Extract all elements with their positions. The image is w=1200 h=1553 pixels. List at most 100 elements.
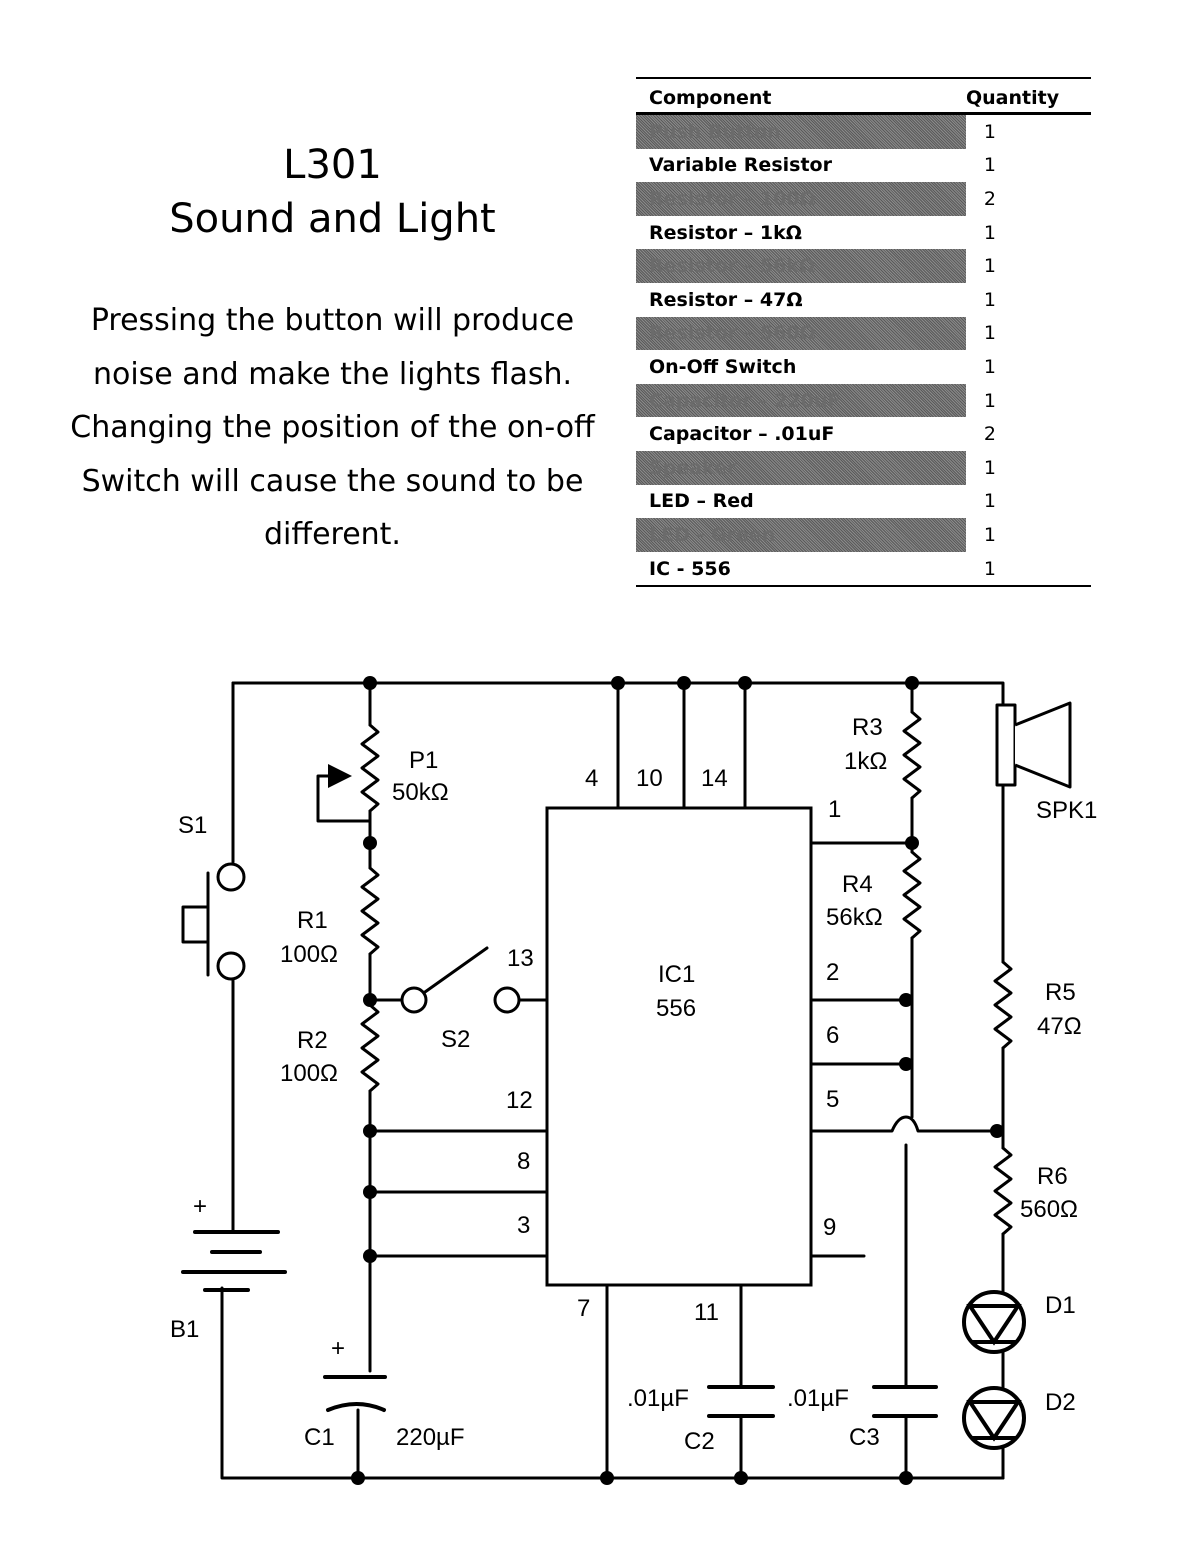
r1-resistor	[360, 866, 380, 956]
component-cell: Resistor – 100Ω	[636, 182, 966, 216]
r5-value: 47Ω	[1037, 1013, 1082, 1040]
table-header-row: Component Quantity	[636, 77, 1091, 115]
pin-1-label: 1	[828, 796, 841, 823]
table-row: Resistor – 100Ω 2	[636, 182, 1091, 216]
table-row: Capacitor – .01uF 2	[636, 417, 1091, 451]
component-name: Push Button	[649, 120, 781, 143]
table-row: IC - 556 1	[636, 551, 1091, 588]
r5-label: R5	[1045, 979, 1076, 1006]
quantity-value: 2	[983, 187, 996, 210]
quantity-value: 2	[983, 423, 996, 446]
r6-value: 560Ω	[1020, 1196, 1078, 1223]
s1-contact-top	[216, 862, 246, 892]
s2-contact-right	[493, 986, 521, 1014]
pin-2-label: 2	[826, 959, 839, 986]
battery-lower-wire	[220, 1286, 1005, 1480]
r2-resistor	[360, 1003, 380, 1093]
r4-value: 56kΩ	[826, 904, 883, 931]
component-cell: Capacitor – 220uF	[636, 383, 966, 418]
component-cell: Capacitor – .01uF	[636, 417, 966, 451]
b1-plus: +	[193, 1193, 207, 1220]
spk1-label: SPK1	[1036, 797, 1097, 824]
component-name: IC - 556	[649, 557, 731, 580]
table-row: Push Button 1	[636, 113, 1091, 149]
pin-4-label: 4	[585, 765, 598, 792]
table-row: Speaker 1	[636, 450, 1091, 485]
p1-resistor	[360, 723, 380, 813]
c1-plus: +	[331, 1335, 345, 1362]
quantity-value: 1	[983, 456, 996, 479]
component-cell: IC - 556	[636, 551, 966, 588]
capacitor-c2	[707, 1385, 775, 1418]
quantity-cell: 2	[966, 417, 1091, 451]
quantity-value: 1	[983, 221, 996, 244]
component-name: Capacitor – .01uF	[649, 423, 835, 446]
component-cell: Resistor – 560Ω	[636, 316, 966, 351]
pin5-wire	[809, 1115, 1005, 1133]
r4-resistor	[902, 850, 922, 940]
component-name: LED – Red	[649, 490, 754, 513]
title-name: Sound and Light	[169, 196, 496, 242]
circuit-schematic: S1 P1 50kΩ R1 100Ω R2 100Ω S2 + B1 + C1 …	[170, 676, 1097, 1485]
pin-12-label: 12	[506, 1087, 533, 1114]
quantity-value: 1	[983, 490, 996, 513]
junction-dots	[351, 676, 1004, 1485]
r6-resistor	[993, 1146, 1013, 1236]
quantity-value: 1	[983, 154, 996, 177]
table-row: Capacitor – 220uF 1	[636, 383, 1091, 418]
quantity-value: 1	[983, 523, 996, 546]
component-name: Speaker	[649, 456, 737, 479]
component-name: On-Off Switch	[649, 355, 797, 378]
component-cell: Push Button	[636, 113, 966, 149]
r5-resistor	[993, 960, 1013, 1050]
top-rail-wire	[231, 681, 1005, 707]
quantity-cell: 1	[966, 551, 1091, 588]
led-d1	[962, 1290, 1026, 1354]
speaker-spk1	[995, 701, 1072, 789]
component-header: Component	[636, 77, 966, 115]
r3-value: 1kΩ	[844, 748, 887, 775]
component-cell: Speaker	[636, 450, 966, 485]
component-name: Resistor – 560Ω	[649, 322, 816, 345]
component-name: LED - Green	[649, 523, 776, 546]
pin-13-label: 13	[507, 945, 534, 972]
pin-10-label: 10	[636, 765, 663, 792]
s2-lever	[423, 946, 489, 994]
quantity-value: 1	[983, 389, 996, 412]
quantity-cell: 1	[966, 114, 1091, 149]
table-row: LED – Red 1	[636, 485, 1091, 519]
quantity-cell: 1	[966, 485, 1091, 519]
pin-7-label: 7	[577, 1295, 590, 1322]
component-cell: Resistor – 47Ω	[636, 283, 966, 317]
title-code: L301	[283, 142, 382, 188]
table-row: LED - Green 1	[636, 518, 1091, 552]
ic1-value: 556	[656, 995, 696, 1022]
component-name: Resistor – 100Ω	[649, 187, 816, 210]
p1-value: 50kΩ	[392, 779, 449, 806]
capacitor-c1	[323, 1375, 387, 1412]
r3-label: R3	[852, 714, 883, 741]
pin-11-label: 11	[694, 1299, 719, 1326]
component-name: Resistor – 56kΩ	[649, 255, 816, 278]
component-name: Capacitor – 220uF	[649, 389, 841, 412]
r4-label: R4	[842, 871, 873, 898]
r6-label: R6	[1037, 1163, 1068, 1190]
r2-label: R2	[297, 1027, 328, 1054]
quantity-cell: 1	[966, 384, 1091, 418]
s1-label: S1	[178, 812, 207, 839]
component-name: Resistor – 47Ω	[649, 288, 803, 311]
component-cell: On-Off Switch	[636, 350, 966, 384]
d2-label: D2	[1045, 1389, 1076, 1416]
quantity-cell: 1	[966, 451, 1091, 485]
quantity-cell: 1	[966, 283, 1091, 317]
led-d2	[962, 1386, 1026, 1450]
c3-label: C3	[849, 1424, 880, 1451]
title-block: L301 Sound and Light	[50, 138, 615, 246]
